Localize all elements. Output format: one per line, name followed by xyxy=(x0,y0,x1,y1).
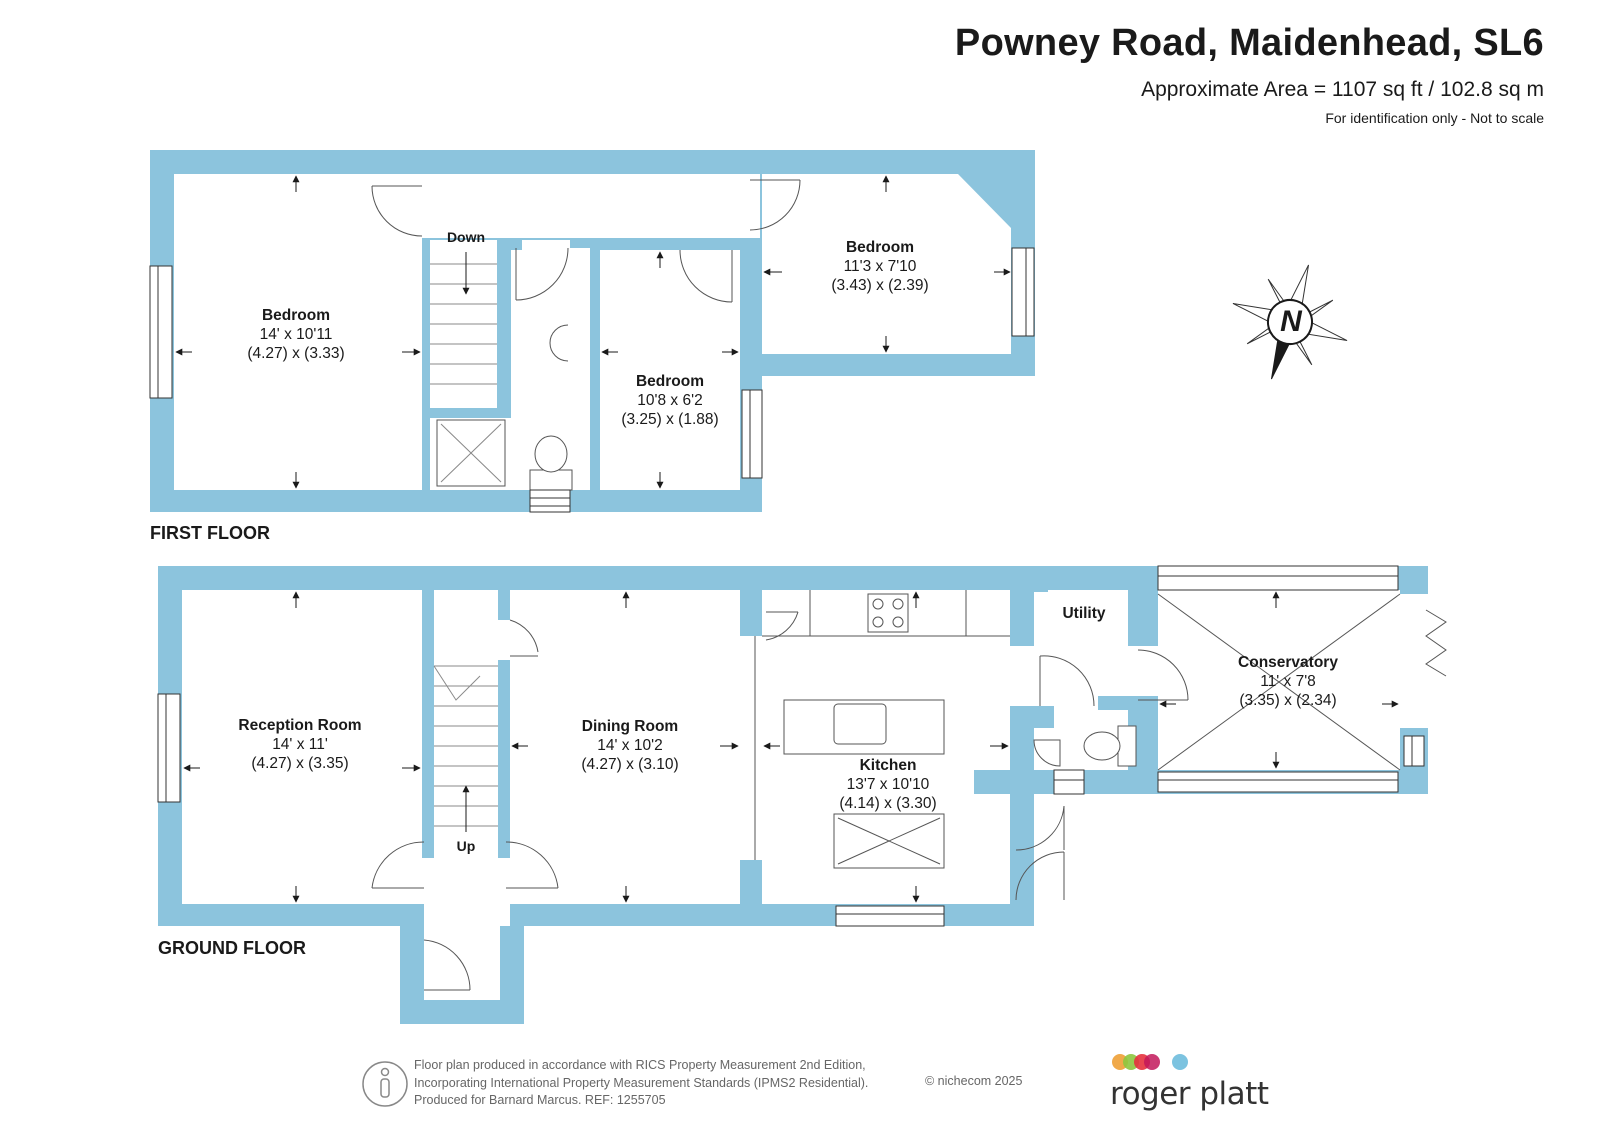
room-name: Bedroom xyxy=(261,307,331,324)
compass-icon xyxy=(1232,264,1348,380)
copyright: © nichecom 2025 xyxy=(925,1074,1023,1088)
room-label-conservatory: Conservatory 11' x 7'8 (3.35) x (2.34) xyxy=(1238,653,1338,710)
first-floor-plan xyxy=(149,150,1035,513)
ground-floor-label: GROUND FLOOR xyxy=(158,938,306,958)
footer-line: Incorporating International Property Mea… xyxy=(414,1075,869,1090)
footer-line: Floor plan produced in accordance with R… xyxy=(414,1058,866,1072)
room-name: Dining Room xyxy=(581,718,679,735)
room-size-metric: (4.27) x (3.33) xyxy=(247,345,345,362)
room-size-metric: (4.27) x (3.35) xyxy=(251,755,349,772)
first-floor-label: FIRST FLOOR xyxy=(150,523,270,543)
room-size-metric: (4.14) x (3.30) xyxy=(839,795,937,812)
footer-line: Produced for Barnard Marcus. REF: 125570… xyxy=(414,1093,666,1107)
room-label-bedroom-1: Bedroom 14' x 10'11 (4.27) x (3.33) xyxy=(247,306,344,363)
room-size-imperial: 14' x 10'2 xyxy=(597,737,663,754)
room-label-dining: Dining Room 14' x 10'2 (4.27) x (3.10) xyxy=(581,717,678,774)
utility-label: Utility xyxy=(1062,605,1106,622)
room-size-metric: (4.27) x (3.10) xyxy=(581,756,679,773)
stairs-up-label: Up xyxy=(456,838,476,854)
room-size-imperial: 14' x 11' xyxy=(272,736,328,753)
room-size-metric: (3.35) x (2.34) xyxy=(1239,692,1337,709)
room-name: Bedroom xyxy=(845,239,915,256)
room-label-kitchen: Kitchen 13'7 x 10'10 (4.14) x (3.30) xyxy=(839,756,936,813)
ground-floor-plan xyxy=(157,565,1447,1024)
footer-notes: Floor plan produced in accordance with R… xyxy=(414,1057,868,1110)
room-name: Kitchen xyxy=(859,757,917,774)
room-size-imperial: 13'7 x 10'10 xyxy=(846,776,930,793)
property-title: Powney Road, Maidenhead, SL6 xyxy=(954,22,1544,64)
brand-name: roger platt xyxy=(1110,1076,1269,1112)
room-label-bedroom-2: Bedroom 11'3 x 7'10 (3.43) x (2.39) xyxy=(831,238,928,295)
stairs-down-label: Down xyxy=(446,229,486,245)
room-size-metric: (3.43) x (2.39) xyxy=(831,277,929,294)
identification-note: For identification only - Not to scale xyxy=(1325,110,1544,126)
room-name: Reception Room xyxy=(238,717,362,734)
approximate-area: Approximate Area = 1107 sq ft / 102.8 sq… xyxy=(1141,78,1544,101)
room-name: Conservatory xyxy=(1238,654,1338,671)
nichecom-logo-icon xyxy=(362,1061,408,1107)
room-size-metric: (3.25) x (1.88) xyxy=(621,411,719,428)
room-size-imperial: 11'3 x 7'10 xyxy=(843,258,917,275)
room-size-imperial: 11' x 7'8 xyxy=(1260,673,1316,690)
room-size-imperial: 10'8 x 6'2 xyxy=(637,392,703,409)
room-name: Bedroom xyxy=(635,373,705,390)
compass-north-letter: N xyxy=(1280,305,1302,338)
room-size-imperial: 14' x 10'11 xyxy=(259,326,333,343)
room-label-bedroom-3: Bedroom 10'8 x 6'2 (3.25) x (1.88) xyxy=(621,372,718,429)
room-label-reception: Reception Room 14' x 11' (4.27) x (3.35) xyxy=(238,716,361,773)
roger-platt-logo-dots-icon xyxy=(1112,1054,1188,1070)
